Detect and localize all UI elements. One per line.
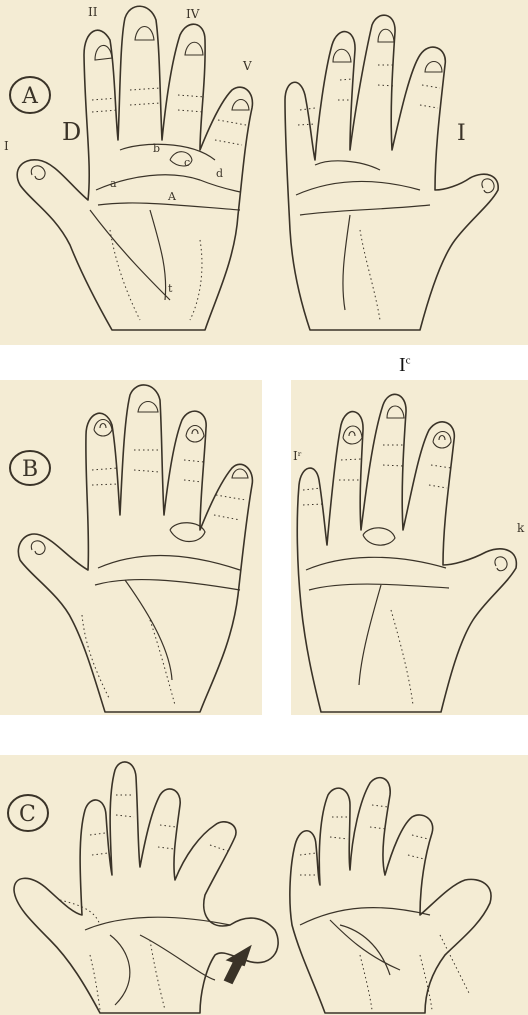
between-label-main: I xyxy=(399,354,406,376)
panel-b-label: B xyxy=(22,457,38,482)
panel-b-marker-ir: Iʳ xyxy=(293,449,302,463)
panel-a-label: A xyxy=(21,84,39,109)
right-hand-a xyxy=(285,15,498,330)
line-letter-d: d xyxy=(216,167,223,180)
panel-c: C xyxy=(0,755,528,1015)
panel-c-drawing: C xyxy=(0,755,528,1015)
line-letter-c: c xyxy=(184,156,190,169)
panel-c-label: C xyxy=(19,802,36,827)
panel-a-drawing: A D I I II IV V a b c d A t xyxy=(0,0,528,345)
finger-numeral-5: V xyxy=(242,59,252,73)
left-hand-marker: D xyxy=(62,118,81,146)
line-letter-A: A xyxy=(167,190,177,203)
panel-b-right: Iʳ k xyxy=(291,380,528,715)
left-hand-c xyxy=(14,762,278,1013)
finger-numeral-4: IV xyxy=(186,7,200,21)
panel-b-left: B xyxy=(0,380,262,715)
right-hand-c xyxy=(290,778,491,1013)
panel-b-left-drawing: B xyxy=(0,380,262,715)
finger-numeral-2: II xyxy=(88,5,98,19)
right-hand-marker: I xyxy=(457,121,466,146)
panel-a: A D I I II IV V a b c d A t xyxy=(0,0,528,345)
between-label-sup: c xyxy=(406,354,411,366)
between-label: Ic xyxy=(399,354,411,377)
arrow-icon xyxy=(225,947,250,983)
panel-b-marker-k: k xyxy=(517,521,525,535)
finger-numeral-1: I xyxy=(4,139,9,153)
line-letter-t: t xyxy=(168,282,173,295)
panel-b-right-drawing: Iʳ k xyxy=(291,380,528,715)
